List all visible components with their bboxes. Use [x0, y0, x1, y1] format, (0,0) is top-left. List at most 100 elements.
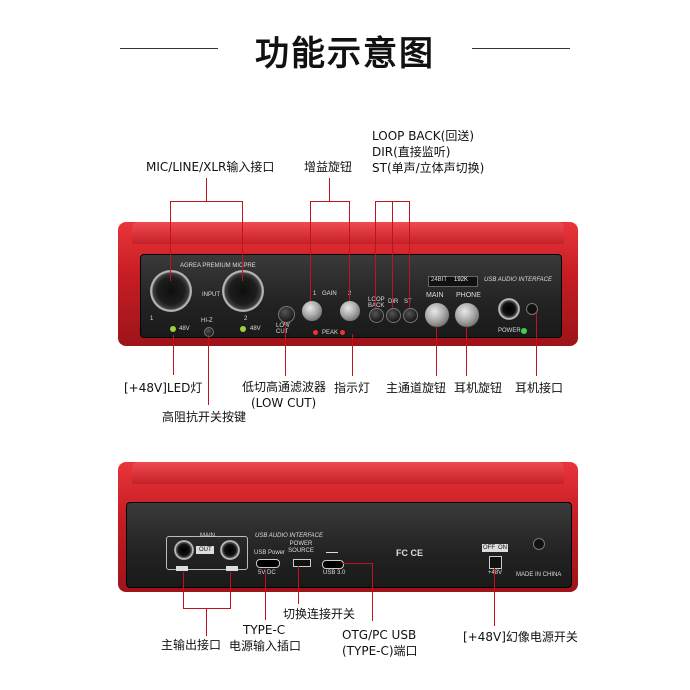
leader-switch	[298, 566, 299, 604]
rear-usb3-text: USB 3.0	[323, 570, 346, 576]
rear-power-source-text: POWER SOURCE	[288, 541, 314, 554]
leader-mic-stem	[206, 178, 207, 201]
label-phone-knob: 耳机旋钮	[454, 381, 503, 395]
gain-knob-1[interactable]	[301, 300, 323, 322]
out-badge	[196, 546, 214, 554]
front-hiz-text: HI-Z	[201, 318, 213, 324]
rear-48v-text: +48V	[488, 570, 503, 576]
rear-cert-text: FC CE	[396, 548, 423, 558]
front-casing-top	[132, 222, 564, 244]
front-st-text: ST	[404, 299, 412, 305]
leader-mainout-left	[183, 572, 184, 608]
label-typec-2: 电源输入插口	[229, 639, 302, 653]
rear-made-text: MADE IN CHINA	[516, 572, 562, 578]
leader-48v	[173, 335, 174, 375]
rear-on-text: ON	[498, 545, 507, 551]
peak-led-1	[313, 330, 318, 335]
label-lowcut-2: (LOW CUT)	[251, 396, 317, 410]
front-ch2-text: 2	[244, 316, 248, 322]
front-ch1-text: 1	[150, 316, 154, 322]
leader-loop-1	[375, 201, 376, 308]
phantom-switch-frame	[482, 544, 508, 552]
front-power-text: POWER	[498, 328, 521, 334]
leader-mainout-bottom	[183, 608, 231, 609]
label-st: ST(单声/立体声切换)	[372, 161, 485, 175]
rear-dc-text: 5V DC	[258, 570, 276, 576]
leader-mic-left	[170, 201, 171, 281]
rear-usb-power-text: USB Power	[254, 550, 286, 556]
phone-knob[interactable]	[454, 302, 480, 328]
main-knob[interactable]	[424, 302, 450, 328]
front-brand-text: AGREA PREMIUM MICPRE	[180, 263, 256, 269]
rear-casing-top	[132, 462, 564, 484]
front-lowcut-text: LOW CUT	[276, 323, 290, 335]
front-peak-text: PEAK	[322, 330, 339, 336]
front-48v-a: 48V	[179, 326, 190, 332]
front-dir-text: DIR	[388, 299, 399, 305]
front-gain-text: GAIN	[322, 291, 337, 297]
loopback-button[interactable]	[369, 308, 384, 323]
usb-symbol	[326, 552, 338, 553]
front-usb-title: USB AUDIO INTERFACE	[484, 277, 553, 283]
label-lowcut-1: 低切高通滤波器	[242, 380, 327, 394]
front-gain1-text: 1	[313, 291, 317, 297]
label-dir: DIR(直接监听)	[372, 145, 451, 159]
rear-usb-title: USB AUDIO INTERFACE	[255, 533, 324, 539]
leader-loop-3	[409, 201, 410, 308]
main-out-right[interactable]	[220, 540, 240, 560]
leader-gain-top	[310, 201, 350, 202]
label-48v-led: [+48V]LED灯	[124, 381, 203, 395]
led-48v-2	[240, 326, 246, 332]
front-device	[118, 222, 578, 346]
leader-phonejack	[536, 313, 537, 376]
leader-loop-2	[392, 201, 393, 308]
dir-button[interactable]	[386, 308, 401, 323]
front-samplerate-text: 192K	[454, 277, 469, 283]
leader-usb3-h	[342, 563, 373, 564]
label-phone-jack: 耳机接口	[515, 381, 564, 395]
label-mic-input: MIC/LINE/XLR输入接口	[146, 160, 275, 174]
power-indicator-ring	[526, 303, 538, 315]
phantom-switch[interactable]	[489, 556, 502, 569]
label-gain: 增益旋钮	[304, 160, 353, 174]
leader-phantom	[494, 568, 495, 626]
leader-phone	[466, 326, 467, 376]
power-led	[521, 328, 527, 334]
hiz-button[interactable]	[204, 327, 214, 337]
page-title: 功能示意图	[255, 34, 435, 74]
title-rule-right	[472, 48, 570, 49]
gain-knob-2[interactable]	[339, 300, 361, 322]
front-panel	[140, 254, 562, 338]
leader-lowcut	[285, 322, 286, 376]
leader-typec	[265, 570, 266, 620]
led-48v-1	[170, 326, 176, 332]
typec-power-port[interactable]	[256, 559, 280, 568]
leader-mainout-right	[230, 572, 231, 608]
rear-device	[118, 462, 578, 592]
label-hiz: 高阻抗开关按键	[162, 410, 247, 424]
rear-out-text: OUT	[199, 547, 212, 553]
leader-mic-right	[242, 201, 243, 281]
front-bitrate-text: 24BIT	[431, 277, 448, 283]
front-phone-text: PHONE	[456, 292, 481, 299]
leader-gain-left	[310, 201, 311, 301]
leader-gain-stem	[329, 178, 330, 201]
front-loopback-text: LOOP BACK	[368, 297, 385, 309]
label-main-knob: 主通道旋钮	[386, 381, 447, 395]
power-source-switch[interactable]	[293, 559, 311, 567]
leader-gain-right	[349, 201, 350, 301]
st-button[interactable]	[403, 308, 418, 323]
leader-usb3-v	[372, 563, 373, 621]
label-switch: 切换连接开关	[283, 607, 356, 621]
phone-jack[interactable]	[498, 298, 520, 320]
title-rule-left	[120, 48, 218, 49]
xlr-input-1[interactable]	[150, 270, 192, 312]
ground-symbol	[533, 538, 545, 550]
lowcut-button[interactable]	[278, 306, 295, 323]
main-out-left[interactable]	[174, 540, 194, 560]
leader-main	[436, 326, 437, 376]
usb3-port[interactable]	[322, 560, 344, 569]
xlr-input-2[interactable]	[222, 270, 264, 312]
leader-peak	[352, 334, 353, 376]
label-otg-2: (TYPE-C)端口	[342, 644, 418, 658]
